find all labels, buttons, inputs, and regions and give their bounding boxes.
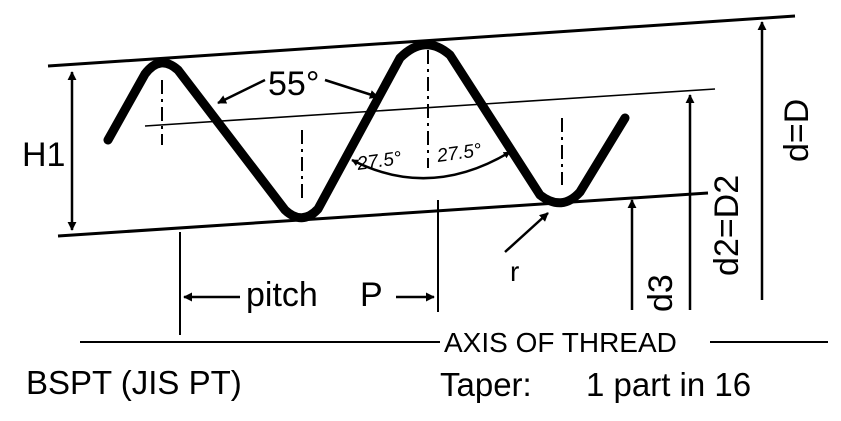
d-label: d=D [778,99,816,162]
half-angle-right-label: 27.5° [435,140,483,167]
standard-label: BSPT (JIS PT) [26,364,242,401]
radius-label: r [510,256,519,287]
angle-55-arrow-left [217,78,266,105]
d2-label: d2=D2 [708,175,746,276]
h1-label: H1 [22,136,65,174]
angle-55-label: 55° [268,65,319,103]
half-angle-left-label: 27.5° [355,148,403,175]
d3-label: d3 [642,274,680,312]
minor-diameter-line [57,191,709,238]
radius-arrow [504,212,549,253]
pitch-label: pitch [246,276,318,314]
half-angle-arc [351,150,511,180]
angle-55-arrow-right [324,78,379,99]
axis-of-thread-label: AXIS OF THREAD [444,327,677,358]
taper-label: Taper: [440,366,532,403]
p-label: P [360,276,383,314]
pitch-diameter-line [144,88,716,127]
taper-value: 1 part in 16 [586,366,751,403]
thread-profile [103,40,630,223]
